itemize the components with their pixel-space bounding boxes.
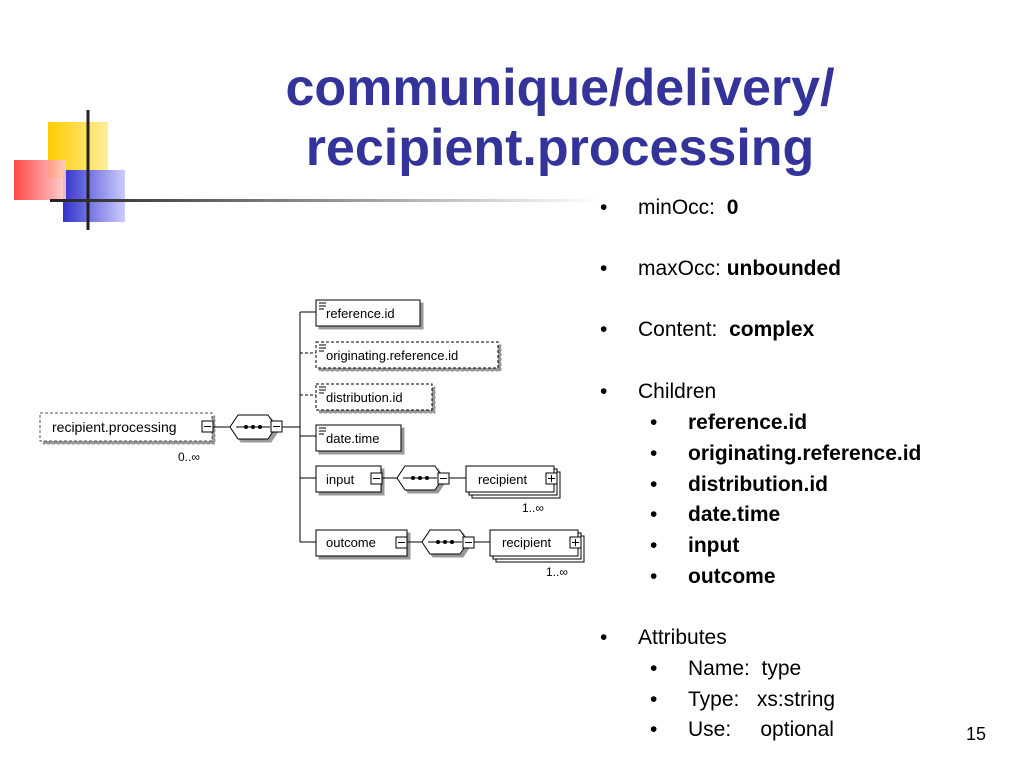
root-occurrence: 0..∞ [178,450,200,464]
sequence-compositor-outcome [421,529,475,555]
attribute-use-label: Use: [688,718,732,741]
node-input-recipient-label: recipient [478,472,528,487]
node-input: input [315,465,383,493]
node-date-time-label: date.time [326,431,379,446]
root-element-label: recipient.processing [52,419,177,435]
child-item-label: date.time [688,503,781,526]
sequence-compositor-main [229,414,283,440]
bullet-dot: • [600,257,608,280]
minocc-value: 0 [726,196,739,219]
node-outcome-recipient: recipient 1..∞ [489,529,585,579]
title-line-2: recipient.processing [305,119,815,177]
attributes-heading: Attributes [638,626,727,649]
node-originating-reference-id-label: originating.reference.id [326,348,458,363]
child-item-label: reference.id [688,411,808,434]
sequence-compositor-input [396,465,450,491]
title-line-1: communique/delivery/ [285,59,835,117]
content-value: complex [729,318,815,341]
child-item-label: originating.reference.id [688,442,922,465]
bullet-dot: • [600,380,608,403]
children-heading: Children [638,380,717,403]
maxocc-label: maxOcc: [638,257,721,280]
node-reference-id: reference.id [315,299,421,327]
slide-title: communique/delivery/ recipient.processin… [190,58,930,178]
attribute-use-value: optional [760,718,834,741]
child-item-label: input [688,534,740,557]
node-distribution-id: distribution.id [315,383,433,411]
node-input-recipient-occurrence: 1..∞ [522,501,544,515]
node-date-time: date.time [315,424,402,452]
node-outcome-label: outcome [326,535,376,550]
page-number: 15 [966,724,987,744]
attribute-name-value: type [761,657,802,680]
decorative-corner-graphic [0,100,600,240]
child-item-label: outcome [688,565,776,588]
attribute-type-label: Type: [688,688,740,711]
root-element-box: recipient.processing 0..∞ [39,412,214,464]
minocc-label: minOcc: [638,196,716,219]
bullet-dot: • [600,196,608,219]
node-reference-id-label: reference.id [326,306,395,321]
child-item-label: distribution.id [688,473,828,496]
deco-blue-square [63,170,125,222]
attribute-type-value: xs:string [756,688,836,711]
content-label: Content: [638,318,718,341]
deco-horizontal-line [50,199,600,202]
maxocc-value: unbounded [726,257,841,280]
node-outcome-recipient-label: recipient [502,535,552,550]
node-distribution-id-label: distribution.id [326,390,403,405]
deco-red-square [14,160,66,200]
attribute-name-label: Name: [688,657,750,680]
schema-diagram: recipient.processing 0..∞ reference.id o… [39,299,585,579]
node-input-label: input [326,472,355,487]
node-input-recipient: recipient 1..∞ [465,465,561,515]
node-outcome: outcome [315,529,408,557]
node-outcome-recipient-occurrence: 1..∞ [546,565,568,579]
bullet-dot: • [600,626,608,649]
node-originating-reference-id: originating.reference.id [315,341,499,369]
bullet-dot: • [600,318,608,341]
